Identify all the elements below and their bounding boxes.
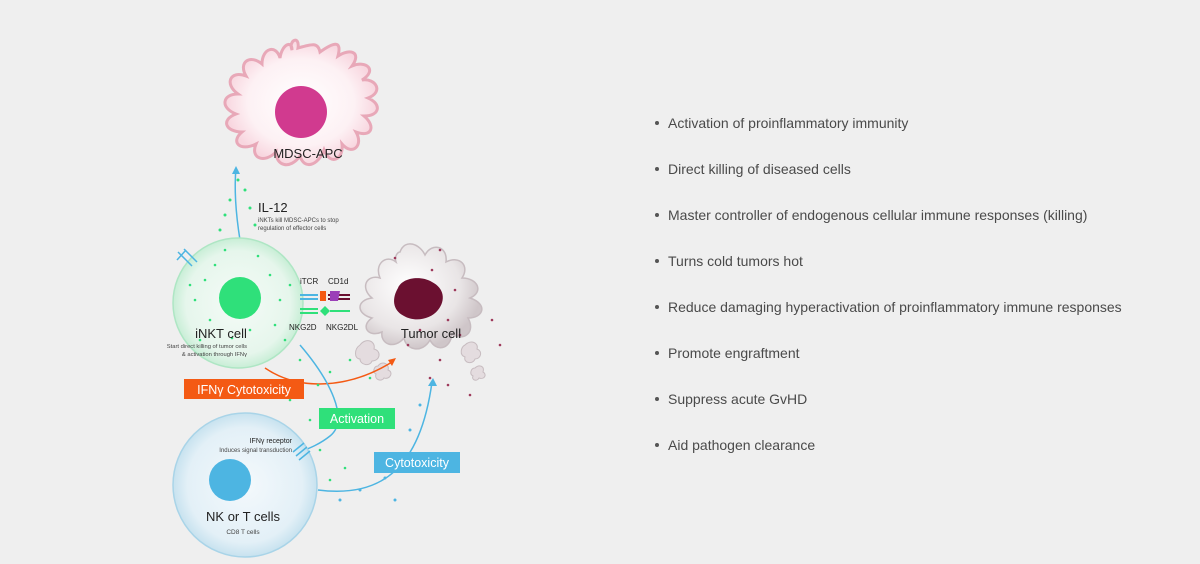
ifn-receptor-line2: Induces signal transduction <box>219 448 292 454</box>
ifn-cytotoxicity-arrowhead <box>388 358 396 366</box>
benefit-item: Direct killing of diseased cells <box>655 158 1122 204</box>
bullet-dot-icon <box>655 443 659 447</box>
tumor-nucleus <box>394 278 443 320</box>
nk-sublabel: CD8 T cells <box>226 529 260 536</box>
inkt-label: iNKT cell <box>195 326 247 341</box>
benefit-text: Reduce damaging hyperactivation of proin… <box>668 299 1122 315</box>
benefit-text: Aid pathogen clearance <box>668 437 816 453</box>
receptor-synapse: iTCR CD1d NKG2D NKG2DL <box>289 277 359 332</box>
nk-label: NK or T cells <box>206 509 280 524</box>
benefit-item: Master controller of endogenous cellular… <box>655 204 1122 250</box>
inkt-nucleus <box>219 277 261 319</box>
cytotoxicity-arrow <box>317 381 433 492</box>
tumor-label: Tumor cell <box>401 326 461 341</box>
benefit-list: Activation of proinflammatory immunity D… <box>655 112 1122 480</box>
activation-arrow <box>299 344 339 453</box>
il12-arrow <box>234 167 241 241</box>
ifn-cytotoxicity-tag: IFNγ Cytotoxicity <box>184 379 304 399</box>
mdsc-apc-nucleus <box>275 86 327 138</box>
bullet-dot-icon <box>655 351 659 355</box>
tumor-cell: Tumor cell <box>355 243 502 397</box>
inkt-granules <box>188 248 292 342</box>
nkg2d-label: NKG2D <box>289 323 317 332</box>
bullet-dot-icon <box>655 121 659 125</box>
benefit-text: Suppress acute GvHD <box>668 391 808 407</box>
benefit-item: Activation of proinflammatory immunity <box>655 112 1122 158</box>
activation-tag: Activation <box>319 408 395 429</box>
benefit-item: Suppress acute GvHD <box>655 388 1122 434</box>
bullet-dot-icon <box>655 305 659 309</box>
ifn-receptor-line1: IFNγ receptor <box>250 438 293 445</box>
benefit-text: Promote engraftment <box>668 345 800 361</box>
benefit-item: Aid pathogen clearance <box>655 434 1122 480</box>
mdsc-apc-cell: MDSC-APC <box>223 38 379 167</box>
ligand-marker <box>330 291 340 301</box>
cytotoxicity-text: Cytotoxicity <box>385 456 450 470</box>
cytotoxicity-particles <box>338 403 422 502</box>
il12-arrowhead <box>232 166 240 174</box>
antibody-icon <box>176 248 198 267</box>
bullet-dot-icon <box>655 397 659 401</box>
mdsc-apc-label: MDSC-APC <box>273 146 342 161</box>
cd1d-label: CD1d <box>328 277 348 286</box>
benefit-item: Turns cold tumors hot <box>655 250 1122 296</box>
tumor-fragments <box>355 340 486 381</box>
nkg2d-receptor <box>300 308 318 314</box>
ifn-cytotoxicity-text: IFNγ Cytotoxicity <box>197 383 292 397</box>
cytotoxicity-arrowhead <box>428 378 437 386</box>
benefit-item: Reduce damaging hyperactivation of proin… <box>655 296 1122 342</box>
inkt-note-line1: Start direct killing of tumor cells <box>167 344 247 350</box>
activation-text: Activation <box>330 412 384 426</box>
il12-particles <box>218 178 257 232</box>
benefit-item: Promote engraftment <box>655 342 1122 388</box>
bullet-dot-icon <box>655 259 659 263</box>
cytotoxicity-tag: Cytotoxicity <box>374 452 460 473</box>
bullet-dot-icon <box>655 213 659 217</box>
benefit-text: Direct killing of diseased cells <box>668 161 851 177</box>
inkt-note-line2: & activation through IFNγ <box>182 352 247 358</box>
inkt-cell: iNKT cell Start direct killing of tumor … <box>167 237 304 369</box>
itcr-label: iTCR <box>300 277 318 286</box>
nkg2d-diamond <box>320 306 330 316</box>
benefit-text: Turns cold tumors hot <box>668 253 803 269</box>
nkg2dl-label: NKG2DL <box>326 323 359 332</box>
il12-note-line1: iNKTs kill MDSC-APCs to stop <box>258 218 339 224</box>
nk-t-cell: IFNγ receptor Induces signal transductio… <box>172 412 318 558</box>
ifn-receptor-icon <box>292 442 311 461</box>
benefit-text: Master controller of endogenous cellular… <box>668 207 1088 223</box>
bullet-dot-icon <box>655 167 659 171</box>
il12-note-line2: regulation of effector cells <box>258 226 326 232</box>
ifn-cytotoxicity-arrow <box>264 361 393 385</box>
itcr-receptor <box>300 294 318 300</box>
nk-nucleus <box>209 459 251 501</box>
tumor-debris <box>393 248 502 397</box>
cd1d-molecule <box>320 291 326 301</box>
immune-diagram: MDSC-APC IL-12 iNKTs kill MDSC-APCs to s… <box>167 38 502 558</box>
il12-title: IL-12 <box>258 200 288 215</box>
benefit-text: Activation of proinflammatory immunity <box>668 115 909 131</box>
